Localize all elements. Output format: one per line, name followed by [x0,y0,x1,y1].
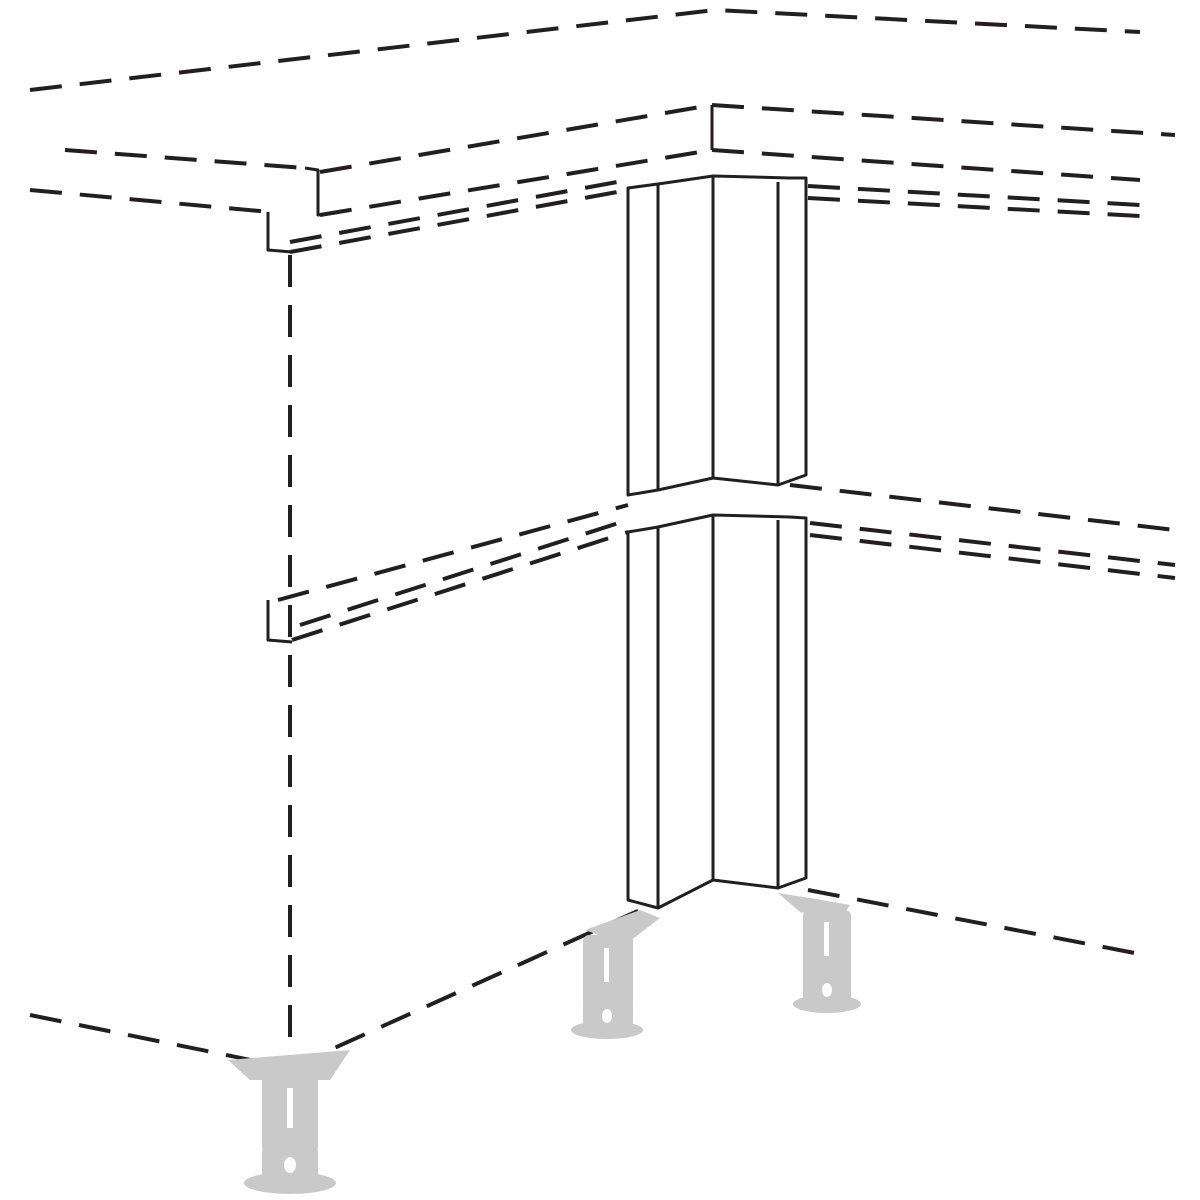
step-mark-top-left [304,166,336,217]
top-back-edge [29,7,1141,92]
adjustable-foot-front [228,1050,350,1194]
right-top-edge-a [807,184,1141,207]
adjustable-foot-right [778,893,861,1013]
top-second-edge-right [711,103,1176,137]
corner-post-lower [626,513,808,910]
step-mark-front-corner [266,212,293,254]
lower-post-outline [626,513,808,910]
mid-shelf-left-a [277,503,629,602]
step-mark-mid-shelf [266,600,293,644]
bottom-right-edge [807,888,1146,957]
mid-shelf-right-c [809,533,1176,580]
adjustable-foot-middle [571,910,660,1039]
mid-shelf-right-a [789,483,1176,532]
bottom-front-edge [289,908,641,1070]
corner-post-upper [626,174,808,497]
top-third-edge-mid [319,148,713,217]
top-third-edge-right [711,148,1141,182]
mid-shelf-right-b [809,521,1176,567]
right-top-edge-b [807,196,1141,218]
front-top-edge-b [289,178,629,244]
cabinet-outline-dashed [29,7,1176,1070]
upper-post-folds [656,176,780,490]
top-second-edge-left [64,148,306,170]
top-second-edge-mid [319,103,713,174]
upper-post-outline [626,174,808,497]
front-top-edge-left [29,188,271,214]
mid-shelf-left-b [291,530,629,642]
mid-shelf-left-c [299,518,629,627]
lower-post-folds [656,515,780,908]
front-top-edge-a [289,188,629,254]
